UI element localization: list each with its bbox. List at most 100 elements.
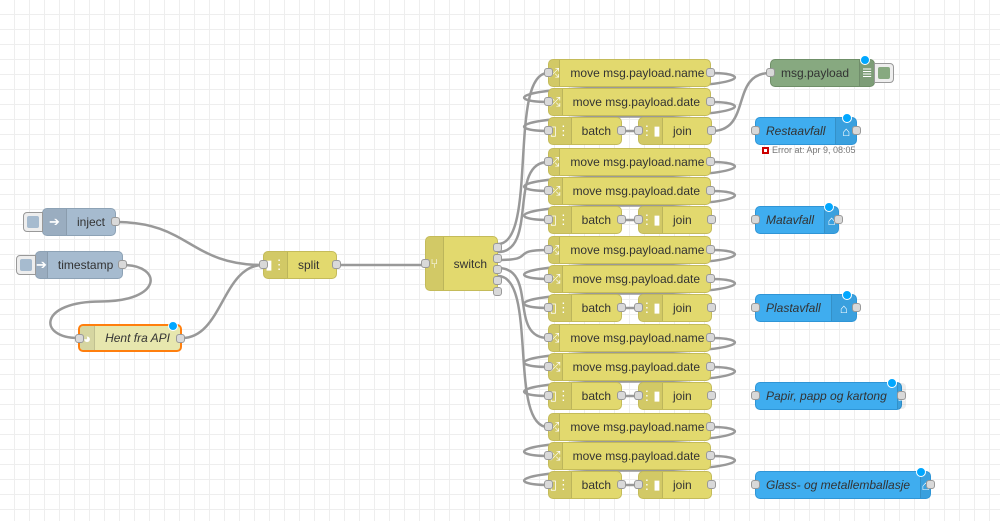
input-port[interactable]	[544, 422, 553, 431]
output-port[interactable]	[617, 215, 626, 224]
wire[interactable]	[497, 160, 549, 254]
input-port[interactable]	[544, 97, 553, 106]
change-node-date[interactable]: ⤮move msg.payload.date	[544, 177, 715, 205]
change-node-date[interactable]: ⤮move msg.payload.date	[544, 265, 715, 293]
output-port[interactable]	[706, 186, 715, 195]
inject-button[interactable]	[23, 212, 43, 232]
input-port[interactable]	[634, 391, 643, 400]
wire[interactable]	[497, 266, 549, 340]
change-node-name[interactable]: ⤮move msg.payload.name	[544, 413, 715, 441]
output-port[interactable]	[706, 245, 715, 254]
input-port[interactable]	[421, 259, 430, 268]
output-node[interactable]: Matavfall ⌂	[751, 202, 843, 234]
output-port[interactable]	[617, 303, 626, 312]
output-node[interactable]: Plastavfall ⌂	[751, 290, 861, 322]
output-port[interactable]	[706, 97, 715, 106]
output-port-2[interactable]	[493, 254, 502, 263]
join-node[interactable]: ⋮▮join	[634, 117, 716, 145]
output-port[interactable]	[707, 303, 716, 312]
input-port[interactable]	[544, 391, 553, 400]
split-node[interactable]: ▮⋮ split	[259, 251, 341, 279]
input-port[interactable]	[634, 126, 643, 135]
output-port[interactable]	[707, 480, 716, 489]
inject-button[interactable]	[16, 255, 36, 275]
wire[interactable]	[497, 71, 549, 246]
change-node-name[interactable]: ⤮move msg.payload.name	[544, 324, 715, 352]
output-port[interactable]	[706, 422, 715, 431]
input-port[interactable]	[544, 68, 553, 77]
join-node[interactable]: ⋮▮join	[634, 206, 716, 234]
input-port[interactable]	[544, 333, 553, 342]
output-port-5[interactable]	[493, 287, 502, 296]
input-port[interactable]	[634, 215, 643, 224]
output-port[interactable]	[111, 217, 120, 226]
input-port[interactable]	[751, 480, 760, 489]
output-port[interactable]	[707, 391, 716, 400]
output-port[interactable]	[706, 362, 715, 371]
input-port[interactable]	[544, 274, 553, 283]
output-port-1[interactable]	[493, 243, 502, 252]
batch-node[interactable]: ▯⋮batch	[544, 471, 626, 499]
output-port[interactable]	[926, 480, 935, 489]
output-port-3[interactable]	[493, 265, 502, 274]
output-port[interactable]	[332, 260, 341, 269]
inject-node[interactable]: ➔ inject	[23, 208, 120, 236]
output-port[interactable]	[706, 451, 715, 460]
output-port[interactable]	[706, 68, 715, 77]
change-node-date[interactable]: ⤮move msg.payload.date	[544, 353, 715, 381]
debug-toggle-button[interactable]	[874, 63, 894, 83]
change-node-date[interactable]: ⤮move msg.payload.date	[544, 88, 715, 116]
output-port[interactable]	[707, 215, 716, 224]
output-port[interactable]	[617, 480, 626, 489]
change-node-date[interactable]: ⤮move msg.payload.date	[544, 442, 715, 470]
output-port[interactable]	[617, 391, 626, 400]
output-port[interactable]	[176, 334, 185, 343]
input-port[interactable]	[544, 303, 553, 312]
output-port[interactable]	[852, 126, 861, 135]
output-port[interactable]	[706, 274, 715, 283]
output-port[interactable]	[706, 333, 715, 342]
input-port[interactable]	[766, 68, 775, 77]
output-port[interactable]	[707, 126, 716, 135]
output-node[interactable]: Glass- og metallemballasje ⌂	[751, 467, 935, 499]
change-node-name[interactable]: ⤮move msg.payload.name	[544, 148, 715, 176]
input-port[interactable]	[544, 362, 553, 371]
output-port[interactable]	[617, 126, 626, 135]
input-port[interactable]	[75, 334, 84, 343]
wire[interactable]	[115, 220, 264, 267]
output-port[interactable]	[706, 157, 715, 166]
input-port[interactable]	[751, 391, 760, 400]
output-port[interactable]	[897, 391, 906, 400]
output-port[interactable]	[852, 303, 861, 312]
wire[interactable]	[497, 248, 549, 262]
debug-node[interactable]: msg.payload ≣	[766, 55, 894, 87]
batch-node[interactable]: ▯⋮batch	[544, 382, 626, 410]
output-port[interactable]	[834, 215, 843, 224]
wire[interactable]	[497, 274, 549, 429]
batch-node[interactable]: ▯⋮batch	[544, 294, 626, 322]
http-request-node[interactable]: ◕ Hent fra API	[75, 321, 185, 352]
input-port[interactable]	[544, 126, 553, 135]
input-port[interactable]	[544, 186, 553, 195]
join-node[interactable]: ⋮▮join	[634, 382, 716, 410]
input-port[interactable]	[259, 260, 268, 269]
input-port[interactable]	[544, 245, 553, 254]
timestamp-node[interactable]: ➔ timestamp	[16, 251, 127, 279]
batch-node[interactable]: ▯⋮batch	[544, 117, 626, 145]
join-node[interactable]: ⋮▮join	[634, 294, 716, 322]
output-port[interactable]	[118, 260, 127, 269]
input-port[interactable]	[544, 480, 553, 489]
input-port[interactable]	[544, 215, 553, 224]
input-port[interactable]	[634, 480, 643, 489]
output-port-4[interactable]	[493, 276, 502, 285]
input-port[interactable]	[751, 215, 760, 224]
output-node[interactable]: Papir, papp og kartong ⌂	[751, 378, 906, 410]
switch-node[interactable]: ⑂ switch	[421, 236, 502, 296]
input-port[interactable]	[544, 157, 553, 166]
change-node-name[interactable]: ⤮move msg.payload.name	[544, 59, 715, 87]
input-port[interactable]	[544, 451, 553, 460]
change-node-name[interactable]: ⤮move msg.payload.name	[544, 236, 715, 264]
batch-node[interactable]: ▯⋮batch	[544, 206, 626, 234]
join-node[interactable]: ⋮▮join	[634, 471, 716, 499]
wire[interactable]	[181, 263, 264, 340]
